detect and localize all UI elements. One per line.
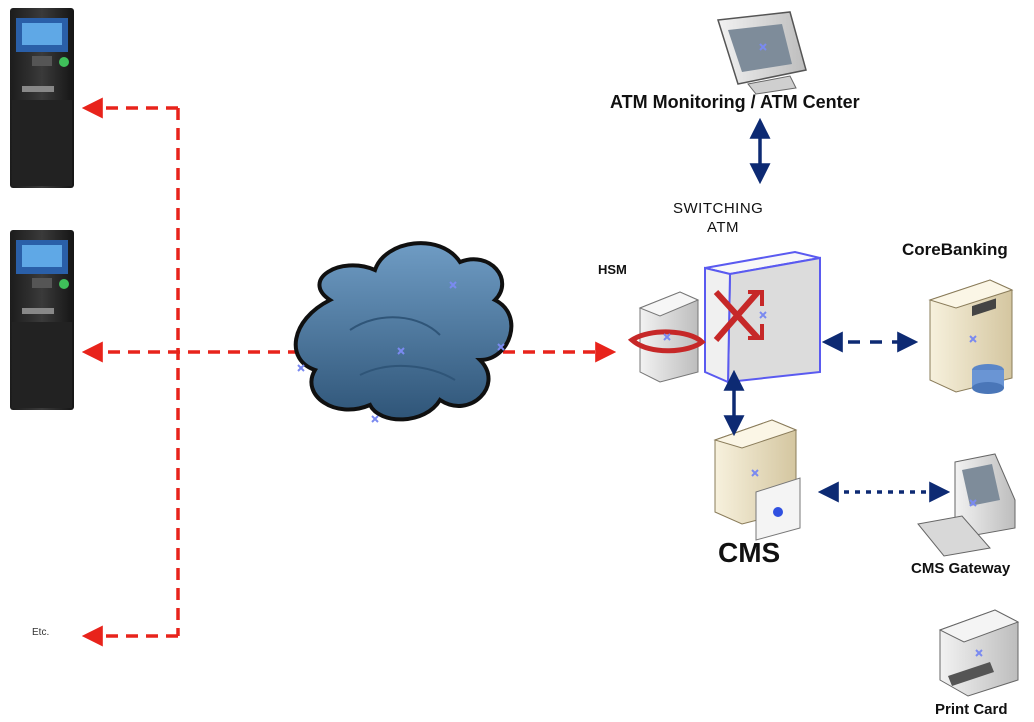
- connection-point-markers: [297, 43, 983, 657]
- switching-label-line1: SWITCHING: [673, 200, 764, 217]
- cms-server-icon: [713, 419, 801, 541]
- hsm-label: HSM: [598, 262, 627, 277]
- cms-gateway-label: CMS Gateway: [911, 560, 1011, 577]
- atm-monitoring-label: ATM Monitoring / ATM Center: [610, 92, 860, 112]
- switch-icon: [704, 250, 821, 384]
- network-cloud-icon: [293, 241, 514, 422]
- atm-machine-icon: [10, 230, 74, 410]
- etc-label: Etc.: [32, 627, 50, 638]
- internal-links: [723, 117, 951, 503]
- cms-label: CMS: [718, 537, 781, 568]
- print-card-label: Print Card: [935, 701, 1008, 718]
- core-banking-label: CoreBanking: [902, 240, 1008, 259]
- hsm-icon: [627, 291, 706, 383]
- workstation-icon: [917, 453, 1016, 557]
- atm-machine-icon: [10, 8, 74, 188]
- network-links: [81, 97, 617, 647]
- monitor-icon: [717, 11, 807, 95]
- switching-label-line2: ATM: [707, 219, 740, 236]
